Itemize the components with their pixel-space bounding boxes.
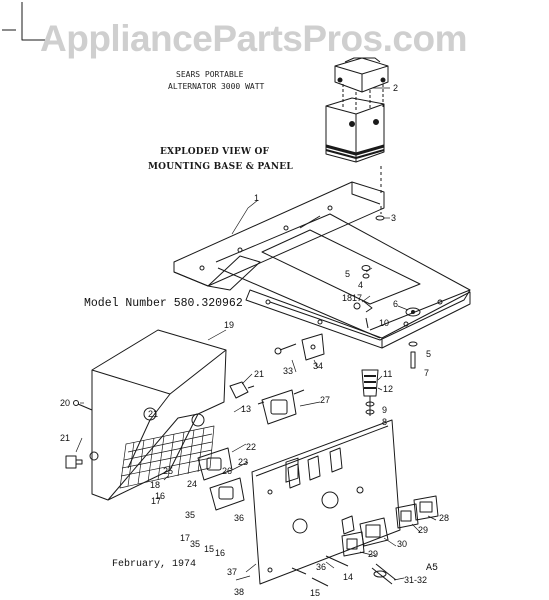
diagram-title-line-2: ALTERNATOR 3000 WATT: [168, 82, 265, 91]
callout-label: 15: [204, 544, 215, 554]
callout-label: 28: [439, 513, 450, 523]
callout-label: 9: [382, 405, 388, 415]
callout-label: 36: [316, 562, 327, 572]
heading-line-1: EXPLODED VIEW OF: [160, 147, 270, 157]
callout-label: 26: [222, 466, 233, 476]
callout-label: 18: [342, 293, 353, 303]
callout-label: 17: [352, 293, 363, 303]
callout-label: 31-32: [404, 575, 428, 585]
callout-label: 1: [254, 193, 260, 203]
callout-label: 14: [343, 572, 354, 582]
heading-line-2: MOUNTING BASE & PANEL: [148, 162, 293, 172]
mounting-base: [173, 181, 471, 349]
callout-label: 13: [241, 404, 252, 414]
callout-label: 17: [151, 496, 162, 506]
callout-label: 23: [238, 457, 249, 467]
callout-label: 12: [383, 384, 394, 394]
corner-marks: [2, 2, 45, 41]
callout-label: 19: [224, 320, 235, 330]
callout-label: 16: [155, 491, 166, 501]
callout-label: 27: [320, 395, 331, 405]
callout-label: 4: [358, 280, 364, 290]
callout-label: 20: [60, 398, 71, 408]
callout-label: 33: [283, 366, 294, 376]
revision-date: February, 1974: [112, 559, 197, 570]
alternator-unit: [325, 57, 389, 214]
small-hardware: [274, 215, 421, 416]
callout-label: 36: [234, 513, 245, 523]
callout-label: 5: [426, 349, 432, 359]
callout-label: 18: [150, 480, 161, 490]
callout-label: 15: [310, 588, 321, 598]
control-panel: [251, 419, 401, 585]
callout-label: 21: [60, 433, 71, 443]
callout-label: 2: [393, 83, 399, 93]
callout-label: 34: [313, 361, 324, 371]
callout-label: 21: [148, 409, 159, 419]
callout-label: 10: [379, 318, 390, 328]
callout-label: 6: [393, 299, 399, 309]
callout-label: 37: [227, 567, 238, 577]
page-code: A5: [426, 563, 439, 574]
callout-label: 29: [368, 549, 379, 559]
callout-label: 8: [382, 417, 388, 427]
model-number: Model Number 580.320962: [84, 297, 243, 310]
callout-label: 11: [383, 369, 393, 379]
callout-label: 29: [418, 525, 429, 535]
leader-lines: [75, 87, 437, 581]
callout-label: 35: [190, 539, 201, 549]
receptacles: [197, 381, 439, 587]
callout-label: 22: [246, 442, 257, 452]
louver-grid: [119, 425, 215, 489]
callout-label: 25: [163, 466, 174, 476]
callout-label: 16: [215, 548, 226, 558]
callout-label: 35: [185, 510, 196, 520]
callout-label: 38: [234, 587, 245, 597]
callout-label: 3: [391, 213, 397, 223]
callout-label: 24: [187, 479, 198, 489]
callout-label: 30: [397, 539, 408, 549]
control-shroud: [65, 329, 227, 501]
callout-label: 5: [345, 269, 351, 279]
callout-label: 7: [424, 368, 430, 378]
callout-label: 21: [254, 369, 265, 379]
diagram-title-line-1: SEARS PORTABLE: [176, 70, 244, 79]
callout-label: 17: [180, 533, 191, 543]
watermark-logo: AppliancePartsPros.com: [40, 18, 467, 59]
